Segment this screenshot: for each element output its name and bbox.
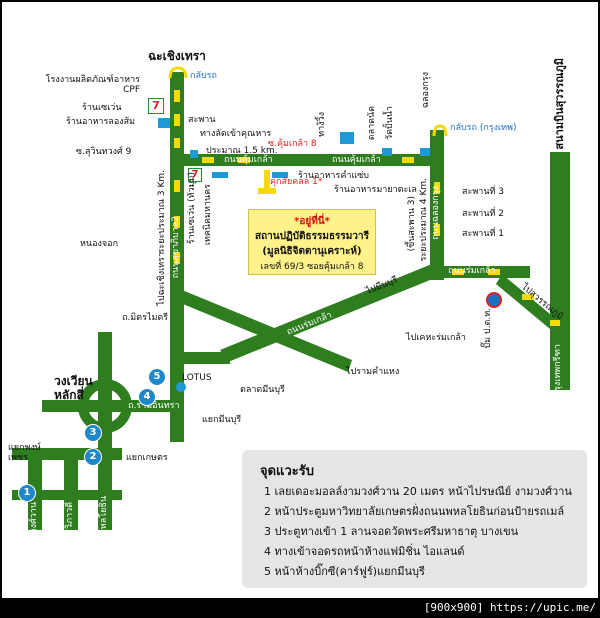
label-vibhavadi-road: ถ.วิภาวดี (65, 502, 75, 538)
road-chalongkrung (430, 130, 444, 280)
roundabout (78, 379, 132, 433)
legend-item-3: 3 ประตูทางเข้า 1 ลานจอดวัดพระศรีมหาธาตุ … (264, 525, 519, 538)
destination-name: สถานปฏิบัติธรรมธรรมวารี (255, 231, 369, 242)
label-u-turn-bangkok: กลับรถ (กรุงเทพ) (450, 123, 517, 133)
road-cross-mid (12, 490, 122, 500)
label-sukhapiban2-road: ถนนสุขาภิบาล2 (171, 216, 181, 279)
label-wongwian-laksi: วงเวียน หลักสี่ (54, 374, 93, 403)
label-shortcut: ทางลัดเข้าคุณหาร (200, 129, 272, 139)
route-map: 7 7 ฉะเชิงเทรา กลับรถ โรงงานผลิตภัณฑ์อาห… (2, 2, 598, 598)
legend-title: จุดแวะรับ (260, 464, 314, 479)
label-restaurant-mayapha: ร้านอาหารมายาตะเล (334, 185, 417, 195)
label-khumklao-road: ถนนคุ้มเกล้า (224, 155, 273, 165)
label-ramintra-road: ถ.รามอินทรา (128, 401, 180, 411)
route-arrows (174, 90, 560, 326)
label-restaurant-lawngsom: ร้านอาหารลองส้ม (66, 117, 136, 127)
label-mitmai: ถ.มิตรไมตรี (122, 313, 169, 323)
legend-item-5: 5 หน้าห้างบิ๊กซี(คาร์ฟูร์)แยกมีนบุรี (264, 565, 425, 578)
u-turn-icon (432, 124, 448, 137)
label-suvarnabhumi-airport: สนามบินสุวรรณภูมิ (553, 58, 566, 150)
destination-here: *อยู่ที่นี่* (294, 216, 330, 227)
road-phahon (98, 448, 112, 530)
label-technic: เทคนิคมหานคร (203, 184, 213, 246)
road-to-suvarnabhumi (496, 274, 562, 334)
label-khumklao-road-2: ถนนคุ้มเกล้า (332, 155, 381, 165)
restaurant-icon (158, 118, 170, 128)
label-romklao-road: ถนนร่มเกล้า (448, 266, 496, 276)
footer-watermark: [900x900] https://upic.me/ (423, 601, 596, 614)
label-to-kheha-romklao: ไปเคหะร่มเกล้า (406, 333, 466, 343)
label-bridge: สะพาน (188, 115, 216, 125)
building-icon (340, 132, 354, 144)
road-minburi (180, 352, 230, 364)
label-cpf: โรงงานผลิตภัณฑ์อาหาร CPF (45, 75, 140, 95)
legend-item-4: 4 ทางเข้าจอดรถหน้าห้างแฟมิชิ่น ไอแลนด์ (264, 545, 465, 558)
u-turn-icon (168, 66, 188, 79)
destination-org: (มูลนิธิจิตตานุเคราะห์) (262, 246, 362, 257)
label-ptt: ปั๊ม ป.ต.ท. (483, 308, 493, 349)
label-bridge-1: สะพานที่ 1 (462, 229, 504, 239)
label-khlong: ทาง้วิ้ง (317, 112, 327, 137)
label-sukhumvit9: ซ.สุวินทวงศ์ 9 (76, 147, 132, 157)
lotus-icon (176, 382, 186, 392)
seven-eleven-icon: 7 (188, 168, 202, 182)
label-along-bridge: (ขึ้นสะพาน 3) (407, 196, 417, 252)
label-ngamwongwan-road: ถ.งามวงศ์วาน (29, 502, 39, 558)
destination-box: *อยู่ที่นี่* สถานปฏิบัติธรรมธรรมวารี (มู… (248, 209, 376, 275)
label-u-turn: กลับรถ (190, 71, 217, 81)
label-nongchok: หนองจอก (80, 239, 119, 249)
label-kaset: แยกเกษตร (126, 453, 168, 463)
label-bridge-3: สะพานที่ 3 (462, 187, 504, 197)
label-phahon-road: ถ.พหลโยธิน (99, 496, 109, 544)
road-wongwian-vertical (98, 332, 112, 452)
road-vibhavadi (64, 448, 78, 530)
label-minburi-market: ตลาดมีนบุรี (240, 385, 285, 395)
label-minburi-junction: แยกมีนบุรี (202, 415, 242, 425)
pickup-point-5: 5 (148, 368, 166, 386)
seven-eleven-icon: 7 (148, 98, 164, 114)
label-kitsakol: คุกสัยคลล 1* (270, 177, 323, 187)
label-lotus: LOTUS (182, 373, 212, 383)
legend-item-2: 2 หน้าประตูมหาวิทยาลัยเกษตรฝั่งถนนพหลโยธ… (264, 505, 565, 518)
label-phongphet: แยกพงษ์เพชร (8, 443, 41, 463)
pickup-legend: จุดแวะรับ 1 เลยเดอะมอลล์งามวงศ์วาน 20 เม… (242, 450, 587, 588)
landmark-icon (272, 172, 288, 178)
road-network (12, 66, 570, 530)
legend-item-1: 1 เลยเดอะมอลล์งามวงศ์วาน 20 เมตร หน้าไปร… (264, 485, 572, 498)
pickup-point-2: 2 (84, 448, 102, 466)
pickup-point-3: 3 (84, 424, 102, 442)
pickup-point-1: 1 (18, 484, 36, 502)
landmark-icon (212, 172, 228, 178)
label-to-ramkhamhaeng: ไปรามคำแหง (346, 367, 400, 377)
label-approx-1-5: ประมาณ 1.5 km. (206, 146, 278, 156)
pickup-point-4: 4 (138, 388, 156, 406)
label-chachoengsao: ฉะเชิงเทรา (148, 49, 206, 63)
market-icon (382, 148, 392, 156)
label-restaurant-saeb: ร้านอาหารคำแซ่บ (298, 171, 370, 181)
label-seven: ร้านเซเว่น (82, 103, 122, 113)
label-approx-3km: ระยะประมาณ 3 Km. (157, 170, 167, 254)
label-soi-khumklao-8: ซ.คุ้มเกล้า 8 (268, 139, 317, 149)
label-lat-krabang: ฉลองกรุง (421, 72, 431, 109)
label-approx-4km: ระยะประมาณ 4 Km. (419, 178, 429, 262)
label-krungthep-kreetha: กรุงเทพกรีฑา (553, 344, 563, 397)
label-chalongkrung-road: ถนนฉลองกรุง (431, 186, 441, 240)
label-seven-corner: ร้านเซเว่น (หัวมุม) (187, 172, 197, 245)
road-ramkhamhaeng (178, 290, 352, 372)
destination-address: เลขที่ 69/3 ซอยคุ้มเกล้า 8 (260, 262, 364, 272)
temple-icon (420, 148, 430, 156)
ptt-icon (486, 292, 502, 308)
label-wat: วัดปั้นน้ำ (385, 106, 395, 140)
label-market: ตลาดนัด (367, 106, 377, 141)
label-to-chachoengsao: ไปฉะเชิงเทรา (157, 252, 167, 306)
label-bridge-2: สะพานที่ 2 (462, 209, 504, 219)
shortcut-icon (190, 150, 198, 158)
